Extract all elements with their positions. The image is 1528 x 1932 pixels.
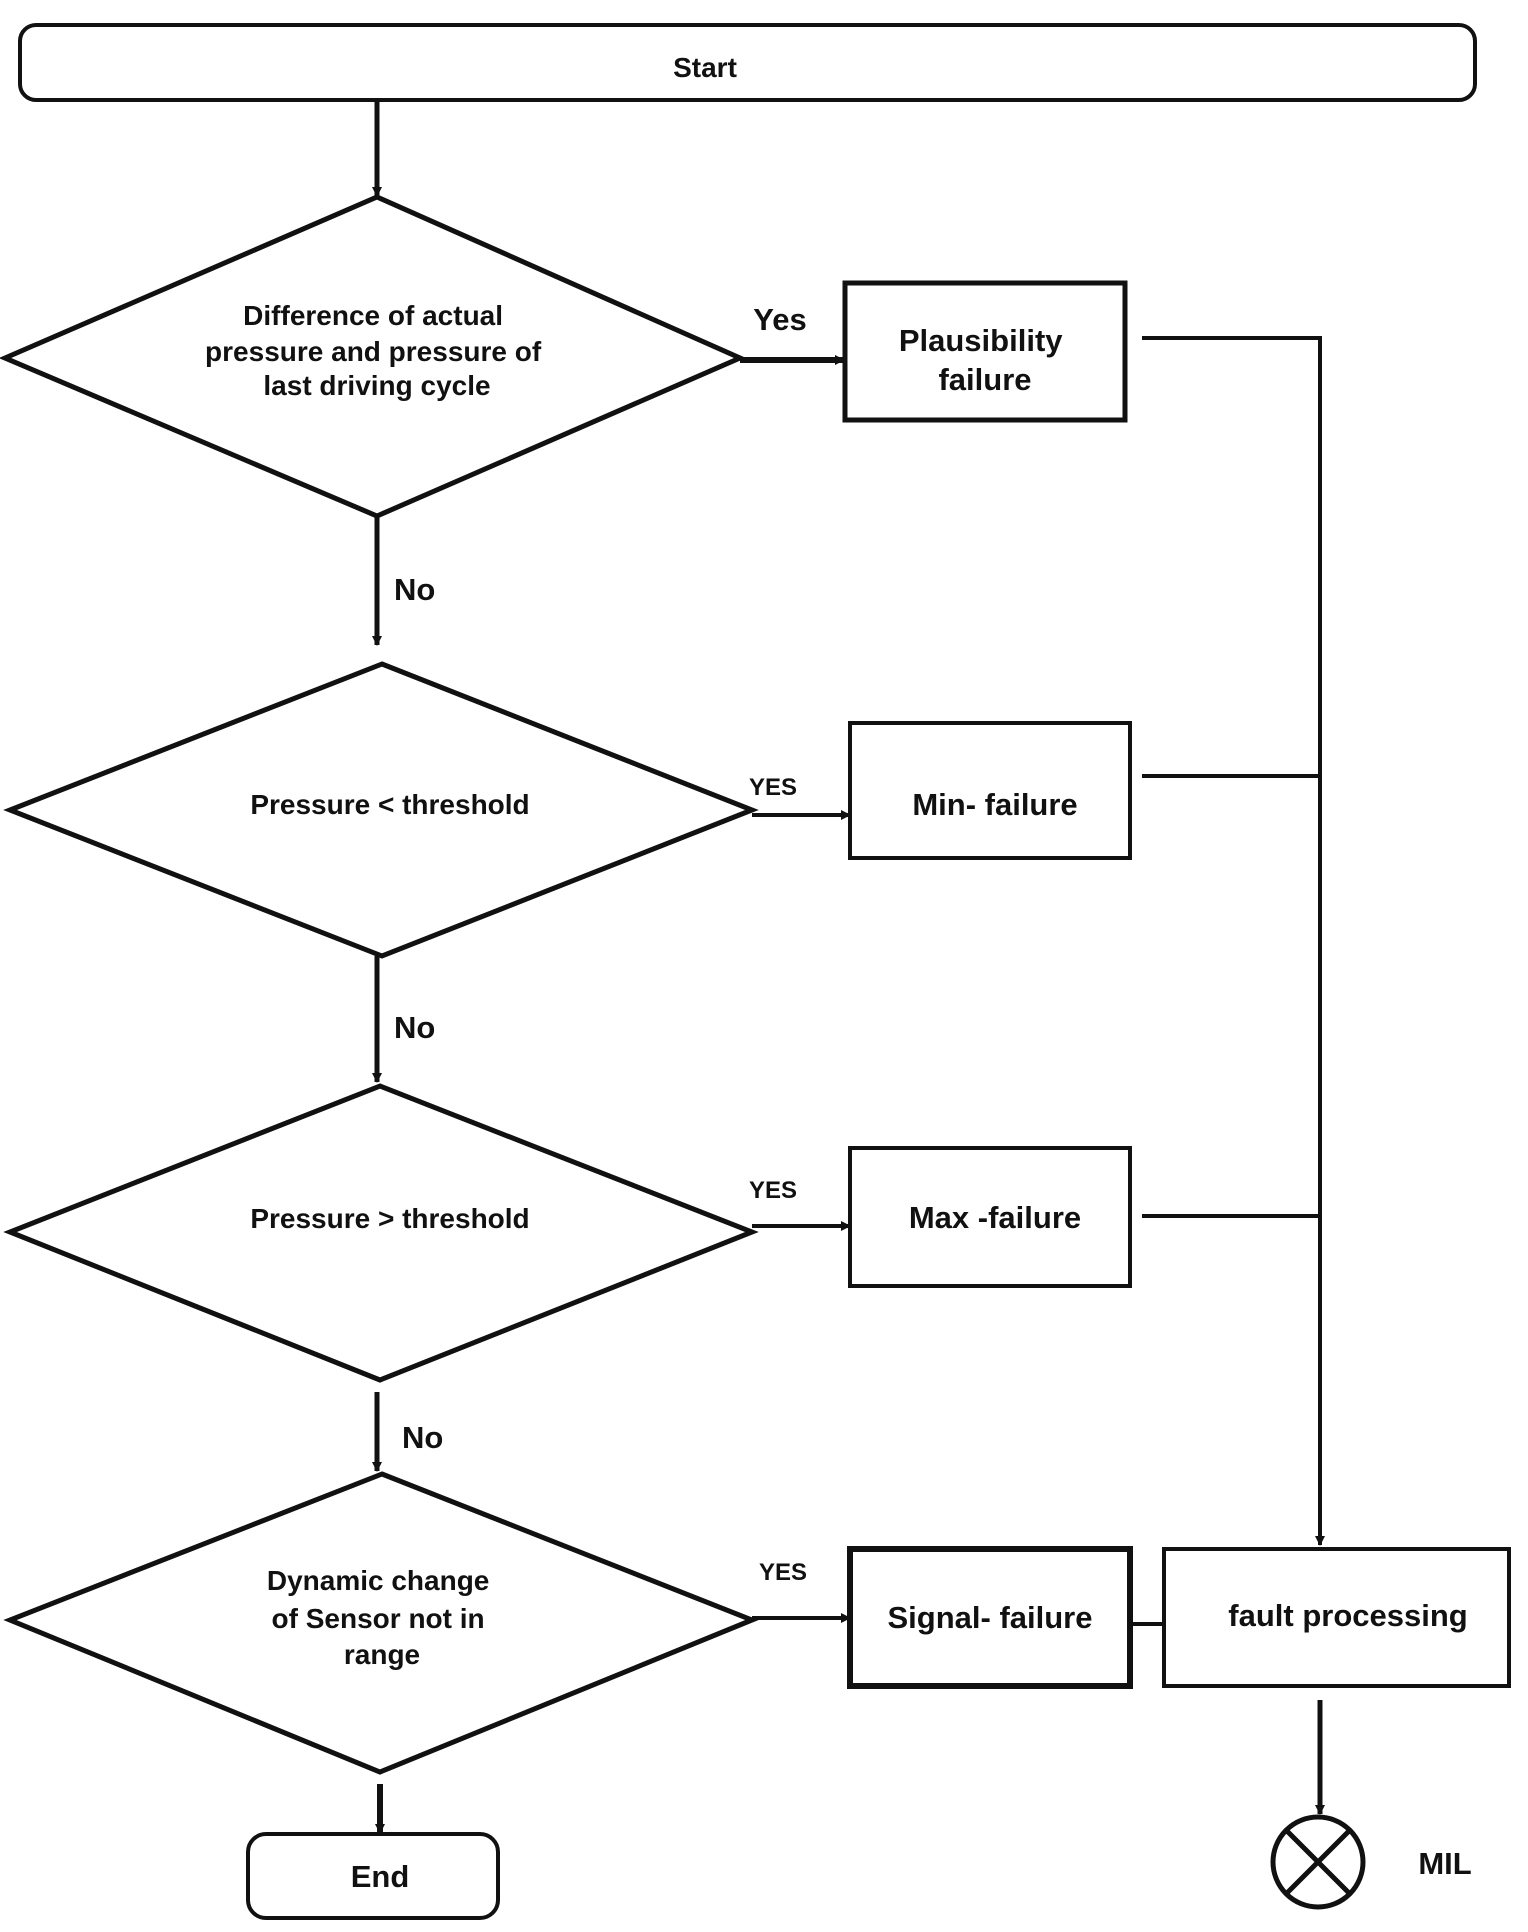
- fault-processing-label: fault processing: [1228, 1598, 1467, 1633]
- mil-label: MIL: [1418, 1846, 1471, 1881]
- no-label-2: No: [394, 1010, 435, 1045]
- signal-failure-box: Signal- failure: [847, 1546, 1133, 1689]
- decision-3: Pressure > threshold: [3, 1083, 759, 1383]
- min-failure-box: Min- failure: [848, 721, 1132, 860]
- max-failure-box: Max -failure: [848, 1146, 1132, 1288]
- start-label: Start: [673, 52, 737, 83]
- no-label-3: No: [402, 1420, 443, 1455]
- decision-3-text: Pressure > threshold: [250, 1203, 529, 1234]
- plausibility-failure-label: Plausibility failure: [899, 323, 1071, 397]
- yes-label-1: Yes: [753, 302, 806, 337]
- decision-4-text: Dynamic change of Sensor not in range: [267, 1565, 497, 1670]
- decision-2-text: Pressure < threshold: [250, 789, 529, 820]
- signal-failure-label: Signal- failure: [888, 1600, 1093, 1635]
- yes-label-4: YES: [759, 1559, 807, 1586]
- decision-1-text: Difference of actual pressure and pressu…: [205, 300, 549, 401]
- fault-processing-box: fault processing: [1162, 1547, 1511, 1688]
- end-label: End: [351, 1859, 410, 1894]
- decision-4: Dynamic change of Sensor not in range: [3, 1471, 759, 1775]
- mil-lamp-icon: [1270, 1814, 1366, 1910]
- min-failure-label: Min- failure: [912, 787, 1077, 822]
- decision-2: Pressure < threshold: [3, 661, 759, 959]
- plausibility-failure-box: Plausibility failure: [842, 280, 1128, 423]
- collector-bus-line: [1142, 336, 1325, 1546]
- no-label-1: No: [394, 572, 435, 607]
- max-failure-label: Max -failure: [909, 1200, 1081, 1235]
- yes-label-2: YES: [749, 774, 797, 801]
- decision-1: Difference of actual pressure and pressu…: [0, 194, 747, 519]
- start-terminal: Start: [18, 23, 1477, 102]
- end-terminal: End: [246, 1832, 500, 1920]
- yes-label-3: YES: [749, 1177, 797, 1204]
